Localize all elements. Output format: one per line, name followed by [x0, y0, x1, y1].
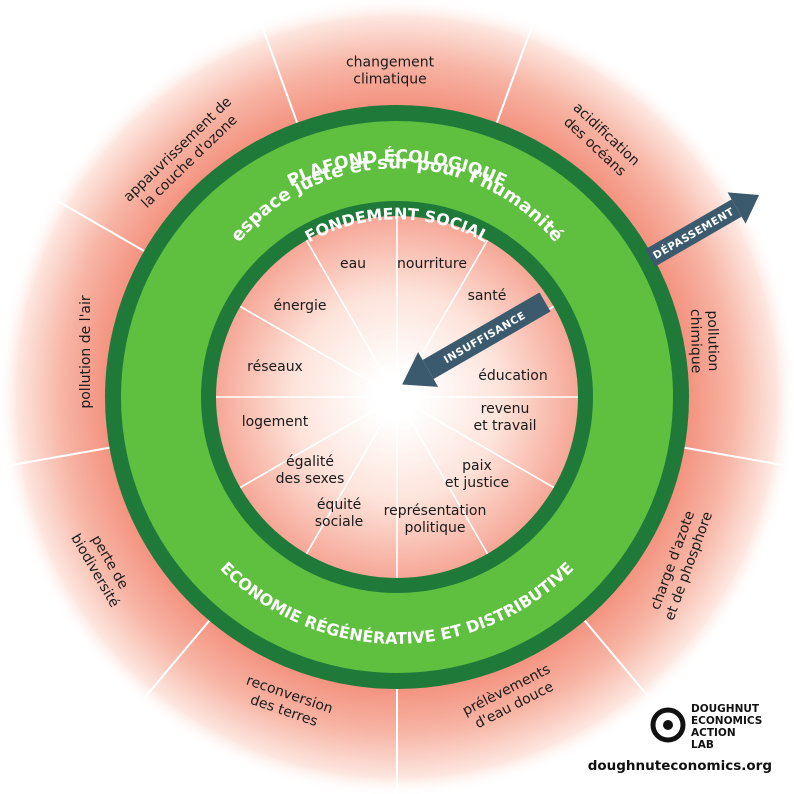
social-divider-line	[412, 405, 555, 489]
logo-line-3: ACTION	[691, 727, 736, 739]
social-foundation-label: logement	[242, 414, 309, 430]
ecological-divider-line	[139, 620, 211, 705]
ecological-divider-line	[583, 620, 655, 705]
ecological-divider-line	[684, 446, 792, 468]
ecological-divider-line	[495, 20, 535, 123]
social-divider-line	[305, 412, 389, 555]
ecological-divider-line	[259, 20, 299, 123]
social-divider-line	[239, 405, 382, 489]
shortfall-zone	[216, 216, 578, 578]
ecological-ceiling-label: pollutionchimique	[687, 309, 721, 374]
ecological-ceiling-label: pollution de l'air	[78, 295, 94, 409]
logo-ring-icon	[650, 707, 686, 743]
doughnut-economics-logo: DOUGHNUT ECONOMICS ACTION LAB	[650, 703, 762, 751]
social-foundation-label: éducation	[478, 368, 547, 384]
website-link[interactable]: doughnuteconomics.org	[588, 758, 772, 774]
logo-line-2: ECONOMICS	[691, 715, 762, 727]
ecological-divider-line	[50, 196, 145, 252]
social-foundation-label: eau	[340, 256, 366, 272]
social-divider-line	[405, 412, 489, 555]
social-foundation-label: nourriture	[397, 256, 467, 272]
social-foundation-label: réseaux	[247, 359, 303, 375]
ecological-divider-line	[2, 446, 110, 468]
social-divider-line	[239, 305, 382, 389]
logo-line-4: LAB	[691, 739, 714, 751]
social-foundation-label: santé	[468, 288, 507, 304]
social-foundation-label: énergie	[274, 298, 327, 314]
logo-dot-icon	[663, 720, 673, 730]
logo-line-1: DOUGHNUT	[691, 703, 760, 715]
social-divider-line	[305, 239, 389, 382]
